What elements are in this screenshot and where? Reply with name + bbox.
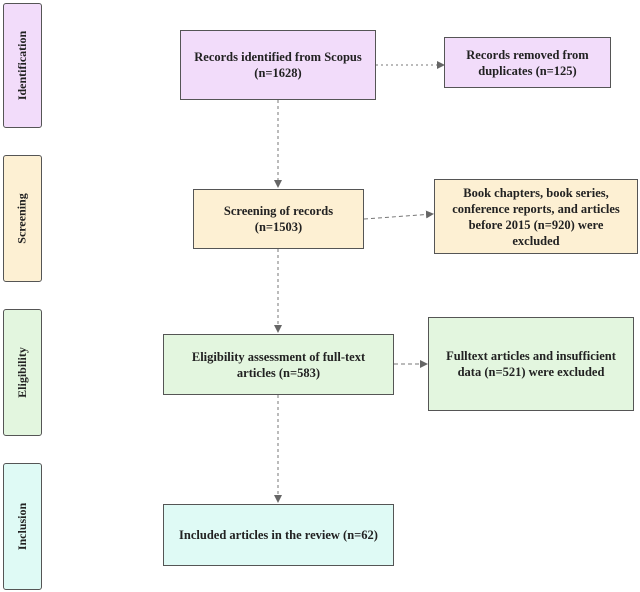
box-eligibility: Eligibility assessment of full-text arti…: [163, 334, 394, 395]
box-screening-line2: (n=1503): [254, 220, 303, 234]
box-records-removed-line2: duplicates (n=125): [478, 63, 577, 78]
box-included-line1: Included articles in the review (n=62): [179, 528, 378, 542]
phase-screening: Screening: [3, 155, 42, 282]
box-screening: Screening of records (n=1503): [193, 189, 364, 249]
phase-inclusion: Inclusion: [3, 463, 42, 590]
box-eligibility-excluded-line2: data (n=521) were excluded: [457, 365, 605, 379]
box-screening-excluded-line1: Book chapters, book series,: [463, 185, 609, 200]
arrow-screening-to-excluded: [363, 210, 434, 220]
box-screening-excluded: Book chapters, book series, conference r…: [434, 179, 638, 254]
box-screening-excluded-line4: excluded: [512, 233, 560, 248]
phase-identification: Identification: [3, 3, 42, 128]
box-eligibility-excluded-line1: Fulltext articles and insufficient: [446, 349, 616, 363]
box-records-removed: Records removed from duplicates (n=125): [444, 37, 611, 88]
box-records-identified-line2: (n=1628): [254, 66, 302, 80]
box-screening-excluded-line2: conference reports, and articles: [452, 201, 620, 216]
phase-eligibility: Eligibility: [3, 309, 42, 436]
box-eligibility-line2: articles (n=583): [236, 365, 321, 380]
box-screening-line1: Screening of records: [223, 204, 334, 218]
box-included: Included articles in the review (n=62): [163, 504, 394, 566]
box-eligibility-excluded: Fulltext articles and insufficient data …: [428, 317, 634, 411]
box-records-removed-line1: Records removed from: [466, 47, 589, 62]
box-records-identified: Records identified from Scopus (n=1628): [180, 30, 376, 100]
box-records-identified-line1: Records identified from Scopus: [194, 50, 362, 64]
box-eligibility-line1: Eligibility assessment of full-text: [191, 349, 366, 364]
box-screening-excluded-line3: before 2015 (n=920) were: [468, 217, 604, 232]
